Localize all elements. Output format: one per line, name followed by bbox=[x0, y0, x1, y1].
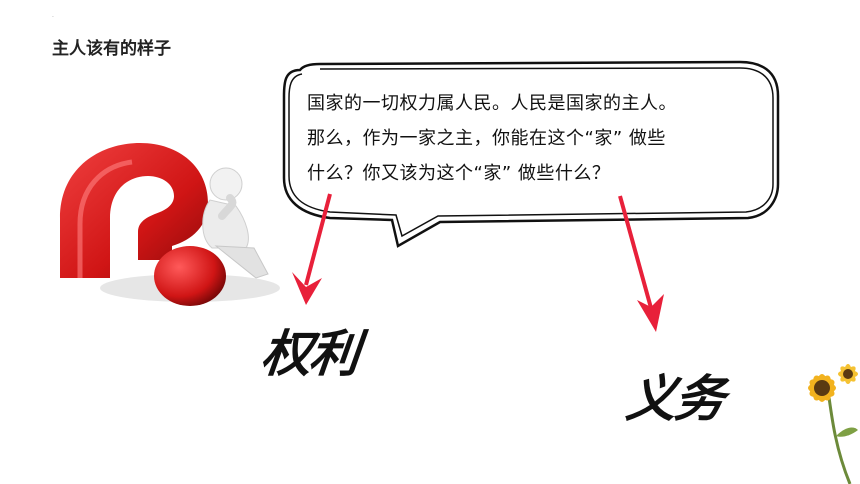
corner-mark: · bbox=[52, 14, 54, 21]
rights-label: 权利 bbox=[258, 325, 361, 383]
arrow-rights bbox=[304, 193, 332, 286]
arrow-duties bbox=[618, 195, 653, 309]
bubble-text: 国家的一切权力属人民。人民是国家的主人。 那么，作为一家之主，你能在这个“家” … bbox=[307, 86, 767, 191]
bubble-line: 国家的一切权力属人民。人民是国家的主人。 bbox=[307, 93, 677, 114]
duties-label: 义务 bbox=[623, 370, 726, 428]
sunflower-icon bbox=[808, 364, 858, 484]
page-title: 主人该有的样子 bbox=[52, 39, 171, 59]
bubble-line: 那么，作为一家之主，你能在这个“家” 做些 bbox=[307, 128, 666, 149]
bubble-line: 什么？你又该为这个“家” 做些什么？ bbox=[307, 163, 611, 184]
question-mark-figure-icon bbox=[60, 143, 280, 306]
